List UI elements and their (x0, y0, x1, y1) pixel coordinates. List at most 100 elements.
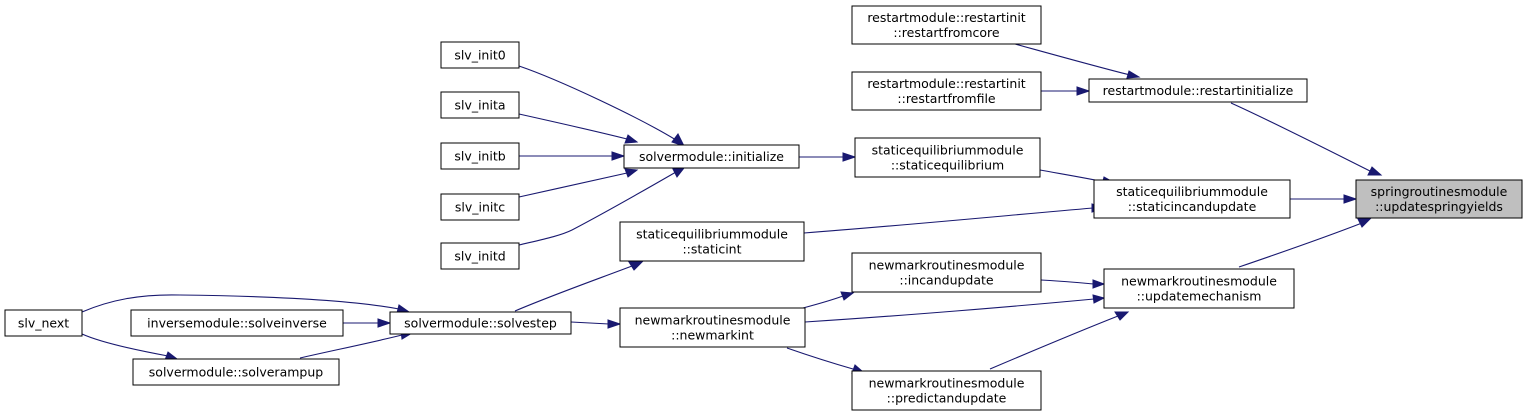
arrowhead-icon (671, 133, 685, 147)
node-staticequilibriummodule-staticint[interactable]: staticequilibriummodule::staticint (619, 221, 805, 262)
arrowhead-icon (842, 152, 857, 162)
edge-solvermodule-solvestep-to-newmarkroutinesmodule-newmarkint (570, 319, 622, 329)
node-label: springroutinesmodule (1371, 184, 1508, 199)
node-restartmodule-restartinit-restartfromfile[interactable]: restartmodule::restartinit::restartfromf… (851, 71, 1042, 111)
edge-slv-initc-to-solvermodule-initialize (518, 168, 639, 198)
edge-line (518, 113, 628, 140)
edge-line (570, 321, 610, 325)
node-slv-initc[interactable]: slv_initc (440, 193, 520, 221)
node-staticequilibriummodule-staticincandupdate[interactable]: staticequilibriummodule::staticincandupd… (1093, 179, 1291, 219)
arrowhead-icon (1114, 311, 1130, 321)
node-label: ::incandupdate (899, 273, 994, 288)
node-newmarkroutinesmodule-newmarkint[interactable]: newmarkroutinesmodule::newmarkint (619, 307, 806, 348)
edge-solvermodule-initialize-to-staticequilibriummodule-staticequilibrium (799, 152, 857, 162)
node-label: slv_next (18, 316, 69, 331)
node-newmarkroutinesmodule-predictandupdate[interactable]: newmarkroutinesmodule::predictandupdate (851, 370, 1042, 411)
nodes-layer: springroutinesmodule::updatespringyields… (4, 5, 1523, 411)
node-box (1093, 179, 1291, 219)
edge-line (989, 315, 1119, 370)
edge-inversemodule-solveinverse-to-solvermodule-solvestep (343, 318, 392, 328)
arrowhead-icon (1126, 70, 1141, 79)
node-label: slv_init0 (454, 48, 505, 63)
node-label: solvermodule::solverampup (149, 365, 323, 380)
edge-restartmodule-restartinit-restartfromfile-to-restartmodule-restartinitialize (1041, 86, 1091, 96)
node-label: staticequilibriummodule (1116, 184, 1268, 199)
edge-line (786, 347, 854, 370)
node-solvermodule-initialize[interactable]: solvermodule::initialize (623, 144, 800, 169)
node-box (440, 242, 520, 270)
edge-line (518, 65, 677, 141)
node-box (389, 311, 572, 335)
node-label: ::predictandupdate (887, 391, 1007, 406)
node-newmarkroutinesmodule-updatemechanism[interactable]: newmarkroutinesmodule::updatemechanism (1103, 268, 1295, 309)
node-label: slv_inita (454, 98, 505, 113)
node-slv-inita[interactable]: slv_inita (440, 91, 520, 119)
node-inversemodule-solveinverse[interactable]: inversemodule::solveinverse (130, 309, 344, 337)
arrowhead-icon (607, 319, 622, 329)
node-springroutinesmodule-updatespringyields[interactable]: springroutinesmodule::updatespringyields (1355, 179, 1523, 219)
edge-line (804, 298, 1095, 323)
node-label: newmarkroutinesmodule (1121, 274, 1277, 289)
node-label: ::newmarkint (671, 328, 754, 343)
node-box (623, 144, 800, 169)
edge-line (1014, 43, 1131, 76)
arrowhead-icon (1092, 294, 1106, 304)
edge-staticequilibriummodule-staticincandupdate-to-springroutinesmodule-updatespringyields (1290, 194, 1358, 204)
node-solvermodule-solverampup[interactable]: solvermodule::solverampup (132, 358, 340, 386)
arrowhead-icon (672, 167, 686, 178)
node-box (1088, 78, 1308, 103)
arrowhead-icon (1343, 194, 1358, 204)
node-label: newmarkroutinesmodule (635, 313, 791, 328)
node-restartmodule-restartinit-restartfromcore[interactable]: restartmodule::restartinit::restartfromc… (851, 5, 1042, 45)
edge-slv-next-to-solvermodule-solverampup (81, 333, 179, 361)
edge-line (1040, 279, 1095, 285)
node-label: ::staticequilibrium (891, 158, 1004, 173)
node-box (440, 193, 520, 221)
node-box (1355, 179, 1523, 219)
node-label: restartmodule::restartinitialize (1103, 83, 1294, 98)
node-newmarkroutinesmodule-incandupdate[interactable]: newmarkroutinesmodule::incandupdate (851, 252, 1042, 293)
node-slv-initd[interactable]: slv_initd (440, 242, 520, 270)
edge-newmarkroutinesmodule-updatemechanism-to-springroutinesmodule-updatespringyields (1238, 218, 1372, 268)
node-label: slv_initd (454, 249, 505, 264)
arrowhead-icon (628, 261, 644, 271)
node-box (851, 71, 1042, 111)
edge-newmarkroutinesmodule-newmarkint-to-newmarkroutinesmodule-incandupdate (802, 291, 855, 309)
node-slv-initb[interactable]: slv_initb (440, 142, 520, 170)
edge-line (802, 295, 844, 309)
node-restartmodule-restartinitialize[interactable]: restartmodule::restartinitialize (1088, 78, 1308, 103)
node-label: restartmodule::restartinit (867, 10, 1025, 25)
edge-line (81, 333, 169, 357)
node-box (619, 307, 806, 348)
arrowhead-icon (624, 168, 639, 178)
edge-slv-init0-to-solvermodule-initialize (518, 65, 685, 147)
edge-line (518, 172, 628, 198)
arrowhead-icon (624, 134, 639, 144)
node-solvermodule-solvestep[interactable]: solvermodule::solvestep (389, 311, 572, 335)
node-staticequilibriummodule-staticequilibrium[interactable]: staticequilibriummodule::staticequilibri… (854, 137, 1041, 178)
node-label: ::staticint (682, 242, 741, 257)
edge-staticequilibriummodule-staticint-to-staticequilibriummodule-staticincandupdate (803, 203, 1106, 234)
node-box (851, 252, 1042, 293)
node-label: ::updatemechanism (1137, 289, 1262, 304)
node-slv-init0[interactable]: slv_init0 (440, 41, 520, 69)
arrowhead-icon (840, 291, 855, 301)
node-box (4, 309, 83, 337)
node-label: ::restartfromcore (893, 25, 1000, 40)
edge-newmarkroutinesmodule-newmarkint-to-newmarkroutinesmodule-updatemechanism (804, 294, 1106, 323)
node-label: restartmodule::restartinit (867, 76, 1025, 91)
node-box (851, 5, 1042, 45)
edge-line (81, 294, 400, 313)
edge-line (1230, 102, 1371, 172)
node-box (440, 142, 520, 170)
edge-newmarkroutinesmodule-incandupdate-to-newmarkroutinesmodule-updatemechanism (1040, 279, 1106, 289)
edge-slv-initb-to-solvermodule-initialize (519, 151, 626, 161)
node-label: newmarkroutinesmodule (869, 258, 1025, 273)
node-label: solvermodule::initialize (639, 149, 784, 164)
edge-line (518, 171, 677, 246)
node-slv-next[interactable]: slv_next (4, 309, 83, 337)
arrowhead-icon (1367, 166, 1383, 176)
edge-newmarkroutinesmodule-newmarkint-to-newmarkroutinesmodule-predictandupdate (786, 347, 865, 374)
arrowhead-icon (1357, 218, 1372, 228)
